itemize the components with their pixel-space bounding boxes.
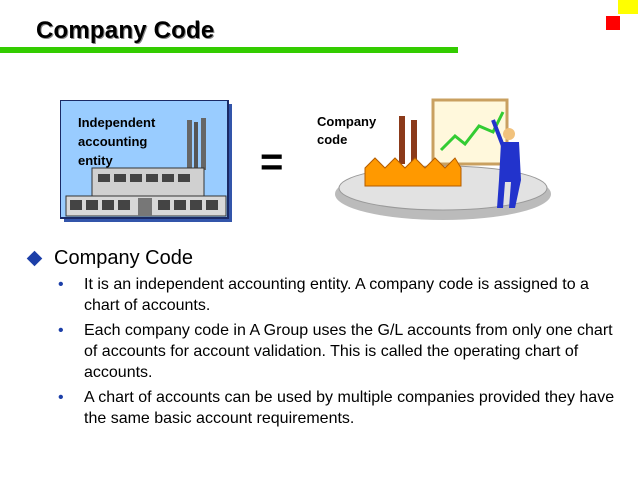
bullet-dot-icon: • [58, 276, 64, 293]
factory-entity-illustration [60, 100, 232, 222]
diamond-bullet-icon [26, 250, 43, 267]
bullet-dot-icon: • [58, 322, 64, 339]
section-heading: Company Code [26, 247, 193, 270]
bullet-list: • It is an independent accounting entity… [58, 274, 628, 433]
bullet-text: A chart of accounts can be used by multi… [84, 389, 615, 427]
corner-red-square [606, 16, 620, 30]
corner-yellow-square [618, 0, 638, 14]
bullet-item: • It is an independent accounting entity… [58, 274, 628, 316]
bullet-text: It is an independent accounting entity. … [84, 276, 589, 314]
bullet-item: • Each company code in A Group uses the … [58, 320, 628, 383]
bullet-dot-icon: • [58, 389, 64, 406]
bullet-item: • A chart of accounts can be used by mul… [58, 387, 628, 429]
title-underline [0, 47, 458, 53]
equals-sign: = [260, 140, 284, 184]
company-code-label: Company code [317, 114, 377, 147]
entity-label: Independent accounting entity [78, 115, 156, 168]
section-title: Company Code [54, 247, 193, 269]
company-code-illustration [335, 98, 551, 220]
slide-title: Company Code [36, 17, 215, 44]
bullet-text: Each company code in A Group uses the G/… [84, 322, 613, 381]
